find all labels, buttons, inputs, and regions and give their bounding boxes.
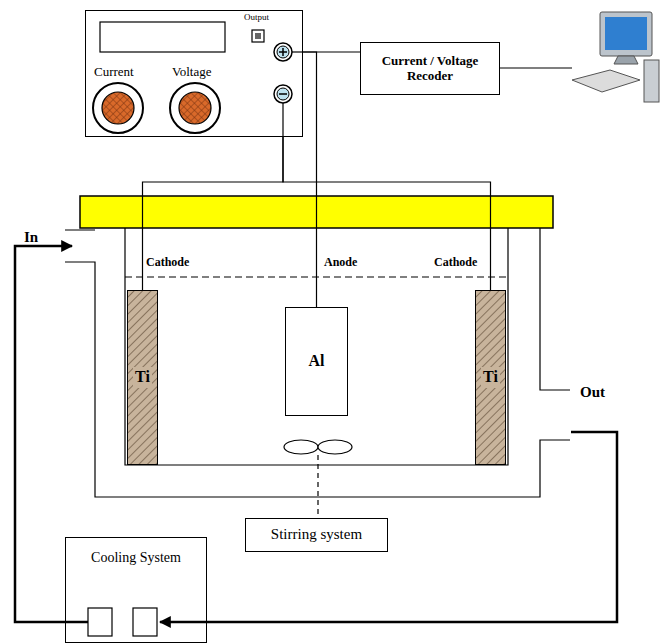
terminal-lead — [282, 103, 283, 137]
current-knob-cap — [102, 92, 134, 124]
stirrer-blade — [284, 440, 318, 454]
node-label: Current / Voltage Recoder — [367, 54, 493, 84]
titanium-electrode — [475, 290, 506, 465]
minus-symbol — [279, 93, 287, 95]
node-label: Ti — [133, 367, 152, 387]
aluminium-anode: Al — [285, 307, 348, 416]
computer-monitor — [600, 12, 652, 56]
recorder-box: Current / Voltage Recoder — [360, 42, 500, 95]
titanium-electrode — [127, 290, 158, 465]
voltage-knob-cap — [179, 92, 211, 124]
stirrer-shaft — [317, 455, 318, 518]
keyboard — [572, 70, 640, 92]
coolant-return-line — [160, 432, 617, 622]
electrode-label: Cathode — [146, 256, 189, 269]
negative-terminal — [274, 85, 292, 103]
voltage-knob — [170, 83, 220, 133]
port-label: In — [24, 229, 38, 246]
output-switch — [252, 30, 264, 42]
titanium-cathode: Ti — [475, 290, 506, 465]
node-label: Stirring system — [271, 526, 362, 543]
wire — [283, 137, 491, 290]
node-label: Ti — [481, 367, 500, 387]
port-label: Out — [580, 384, 605, 401]
electrode-label: Anode — [324, 256, 357, 269]
panel-label: Current — [94, 65, 134, 80]
terminal-lead — [292, 51, 303, 52]
power-supply: OutputCurrent Voltage — [85, 10, 303, 137]
node-label: Al — [309, 352, 325, 370]
stirrer-blade — [318, 440, 352, 454]
computer-tower — [644, 60, 659, 102]
coolant-outlet — [88, 608, 112, 636]
stirring-system-box: Stirring system — [245, 518, 388, 552]
coolant-inlet — [133, 608, 157, 636]
positive-terminal — [274, 43, 292, 61]
positive-terminal-core — [277, 46, 289, 58]
output-switch-core — [255, 33, 261, 39]
wire — [303, 52, 317, 307]
display-window — [100, 22, 225, 52]
cooling-system-box: Cooling System — [65, 537, 207, 643]
plus-symbol — [279, 48, 287, 56]
monitor-screen — [605, 17, 647, 50]
monitor-stand — [614, 56, 638, 64]
wire — [143, 137, 284, 290]
node-label: Cooling System — [91, 550, 181, 566]
panel-label: Output — [244, 12, 269, 22]
titanium-cathode: Ti — [127, 290, 158, 465]
current-knob — [93, 83, 143, 133]
electrode-label: Cathode — [434, 256, 477, 269]
negative-terminal-core — [277, 88, 289, 100]
coolant-supply-line — [15, 246, 88, 622]
data-cable — [500, 67, 572, 68]
panel-label: Voltage — [172, 65, 211, 80]
